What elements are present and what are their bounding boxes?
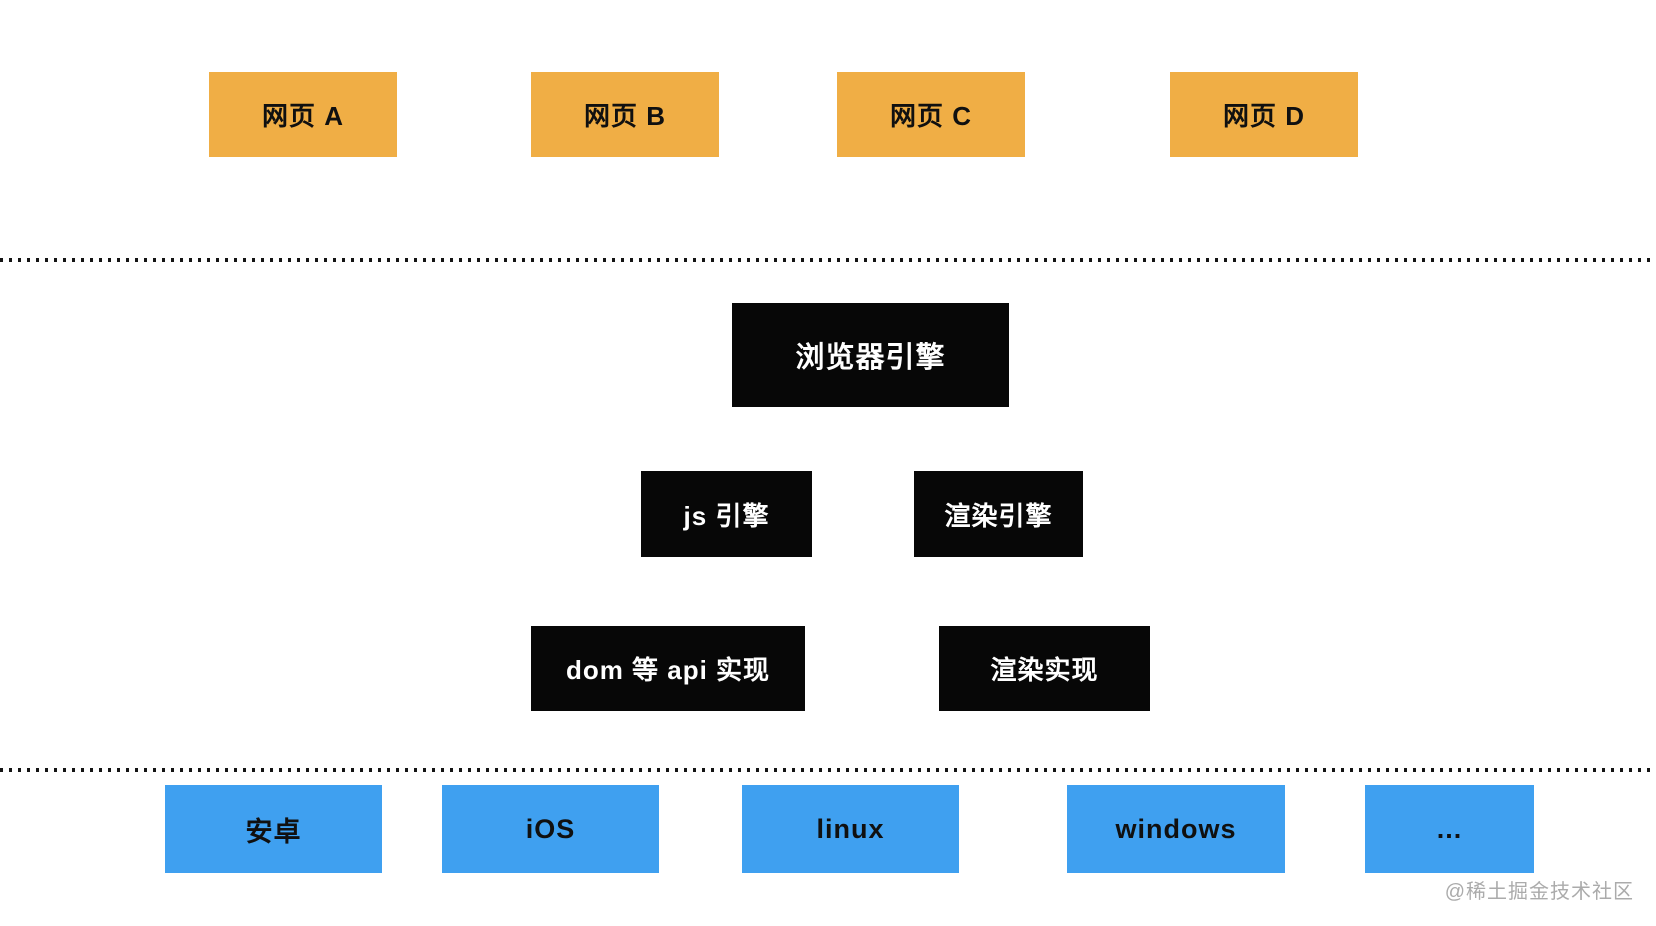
webpage-box-d-label: 网页 D xyxy=(1222,101,1305,131)
render-implementation-label: 渲染实现 xyxy=(990,655,1099,685)
platform-box-linux: linux xyxy=(742,785,959,873)
platform-android-label: 安卓 xyxy=(245,816,302,847)
render-engine-label: 渲染引擎 xyxy=(944,500,1053,531)
watermark: @稀土掘金技术社区 xyxy=(1444,881,1634,903)
dom-api-implementation-label: dom 等 api 实现 xyxy=(565,655,771,685)
webpage-box-b-label: 网页 B xyxy=(583,101,666,131)
js-engine-label: js 引擎 xyxy=(683,500,770,531)
separator-top-dotted-line xyxy=(0,258,1656,262)
render-implementation-box: 渲染实现 xyxy=(939,626,1150,711)
platform-box-ios: iOS xyxy=(442,785,659,873)
platform-box-windows: windows xyxy=(1067,785,1285,873)
platform-linux-label: linux xyxy=(816,813,885,844)
webpage-box-a-label: 网页 A xyxy=(261,101,344,131)
platform-ios-label: iOS xyxy=(525,813,576,844)
dom-api-implementation-box: dom 等 api 实现 xyxy=(531,626,805,711)
render-engine-box: 渲染引擎 xyxy=(914,471,1083,557)
platform-more-label: ... xyxy=(1436,813,1463,844)
webpage-box-b: 网页 B xyxy=(531,72,719,157)
browser-engine-box: 浏览器引擎 xyxy=(732,303,1009,407)
js-engine-box: js 引擎 xyxy=(641,471,812,557)
separator-bottom-dotted-line xyxy=(0,768,1656,772)
webpage-box-a: 网页 A xyxy=(209,72,397,157)
webpage-box-c: 网页 C xyxy=(837,72,1025,157)
webpage-box-c-label: 网页 C xyxy=(889,101,972,131)
webpage-box-d: 网页 D xyxy=(1170,72,1358,157)
platform-box-more: ... xyxy=(1365,785,1534,873)
browser-engine-label: 浏览器引擎 xyxy=(795,342,946,374)
platform-windows-label: windows xyxy=(1115,813,1237,844)
platform-box-android: 安卓 xyxy=(165,785,382,873)
